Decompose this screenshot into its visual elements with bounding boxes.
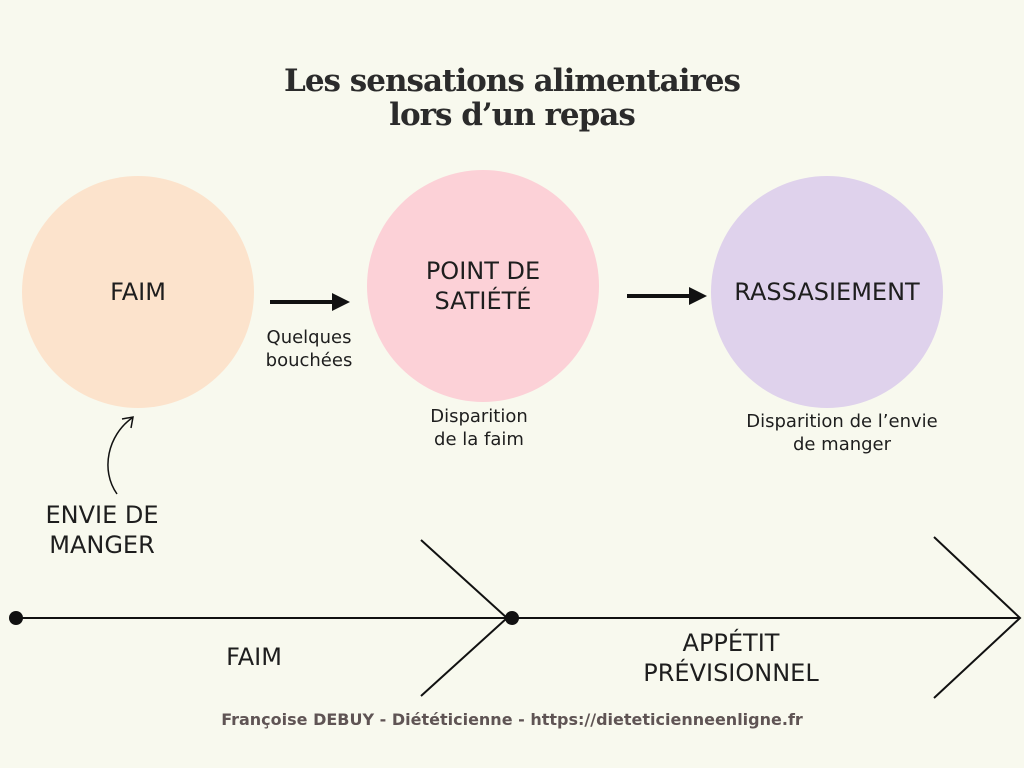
title-line-2: lors d’un repas bbox=[389, 97, 636, 133]
disparition-envie-note: Disparition de l’envie de manger bbox=[746, 411, 938, 455]
page-title: Les sensations alimentaires lors d’un re… bbox=[212, 64, 812, 132]
arrow-right-icon bbox=[270, 293, 350, 311]
rassasiement-circle-label: RASSASIEMENT bbox=[734, 278, 920, 306]
faim-circle: FAIM bbox=[22, 176, 254, 408]
timeline-appetit-label: APPÉTIT PRÉVISIONNEL bbox=[643, 629, 819, 687]
curved-arrow-icon bbox=[107, 416, 134, 495]
timeline-faim-label: FAIM bbox=[226, 643, 282, 671]
timeline-mid-dot bbox=[505, 611, 519, 625]
quelques-bouchees-note: Quelques bouchées bbox=[265, 327, 353, 371]
arrow-right-icon bbox=[627, 287, 707, 305]
envie-de-manger-label: ENVIE DE MANGER bbox=[45, 501, 159, 559]
satiete-circle-label: POINT DE SATIÉTÉ bbox=[425, 257, 541, 315]
timeline-chevron-1 bbox=[420, 539, 509, 697]
satiete-circle: POINT DE SATIÉTÉ bbox=[367, 170, 599, 402]
footer-credit: Françoise DEBUY - Diététicienne - https:… bbox=[221, 710, 803, 729]
timeline bbox=[9, 536, 1022, 699]
title-line-1: Les sensations alimentaires bbox=[284, 63, 741, 99]
timeline-start-dot bbox=[9, 611, 23, 625]
disparition-faim-note: Disparition de la faim bbox=[430, 406, 528, 450]
faim-circle-label: FAIM bbox=[110, 278, 166, 306]
timeline-chevron-2 bbox=[933, 536, 1022, 699]
rassasiement-circle: RASSASIEMENT bbox=[711, 176, 943, 408]
